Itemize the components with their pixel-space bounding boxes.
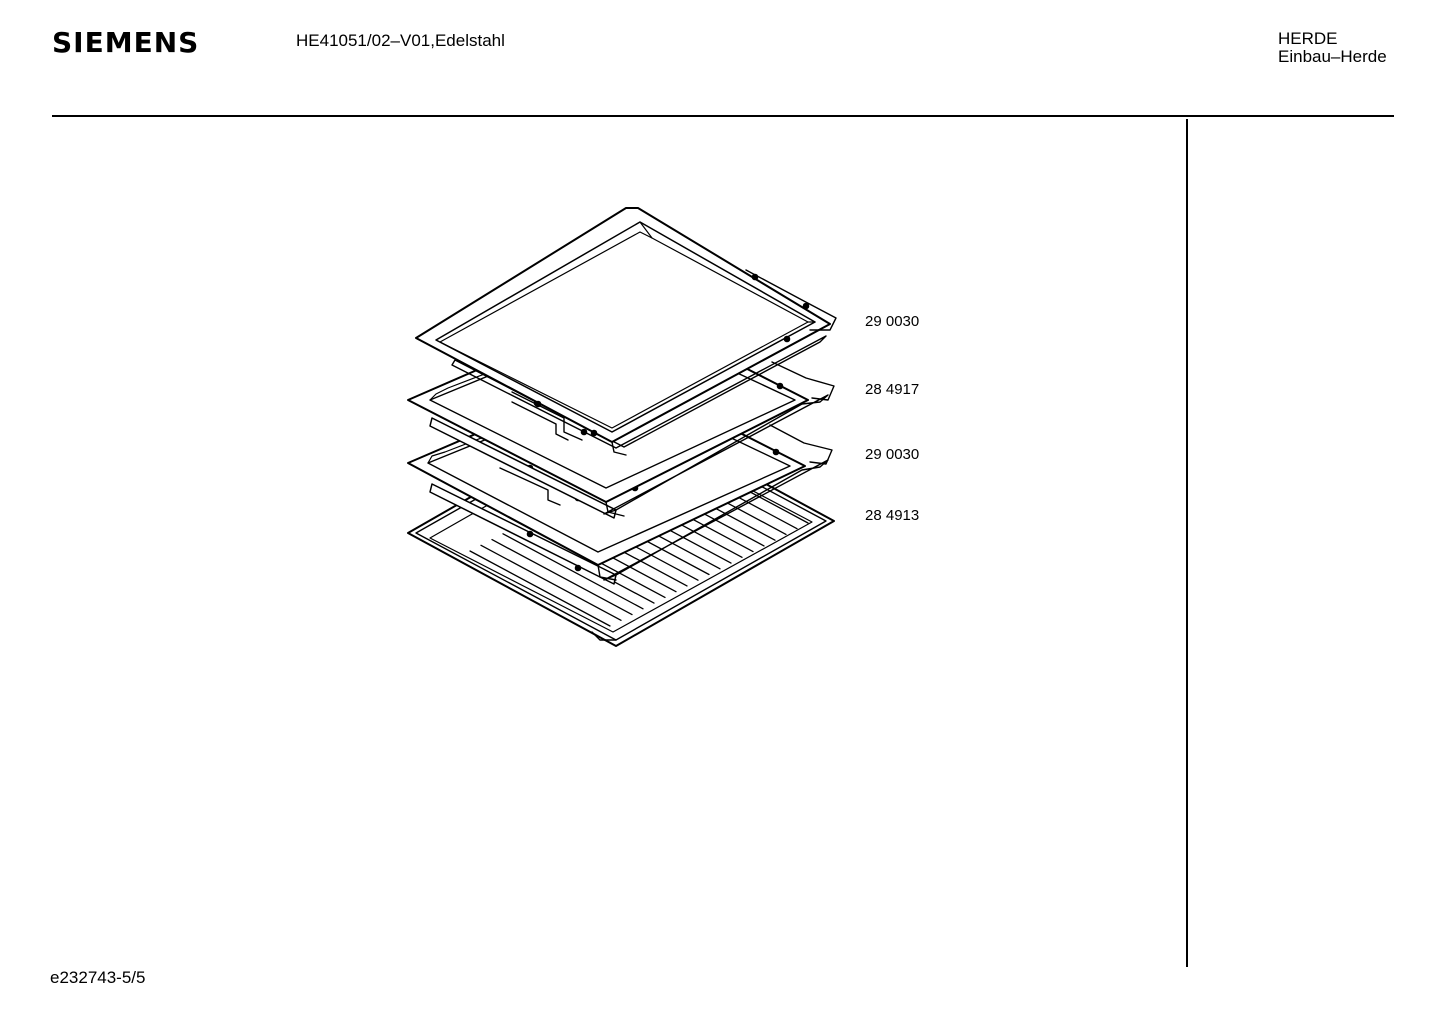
part-number-label: 29 0030 bbox=[865, 313, 920, 330]
category-main: HERDE bbox=[1278, 29, 1338, 48]
category-label: HERDE Einbau–Herde bbox=[1278, 30, 1387, 66]
rack-bar bbox=[502, 533, 644, 610]
part-number-label: 28 4917 bbox=[865, 381, 920, 398]
column-divider bbox=[1186, 119, 1188, 967]
header-divider bbox=[52, 115, 1394, 117]
part-number-label: 29 0030 bbox=[865, 446, 920, 463]
rack-bar bbox=[469, 550, 611, 627]
category-sub: Einbau–Herde bbox=[1278, 47, 1387, 66]
siemens-logo: SIEMENS bbox=[52, 26, 200, 59]
rack-bar bbox=[491, 538, 633, 616]
deep-tray-icon bbox=[415, 207, 837, 456]
rack-bar bbox=[480, 544, 622, 621]
model-title: HE41051/02–V01,Edelstahl bbox=[296, 31, 505, 50]
part-number-label: 28 4913 bbox=[865, 507, 920, 524]
page-code: e232743-5/5 bbox=[50, 968, 146, 987]
